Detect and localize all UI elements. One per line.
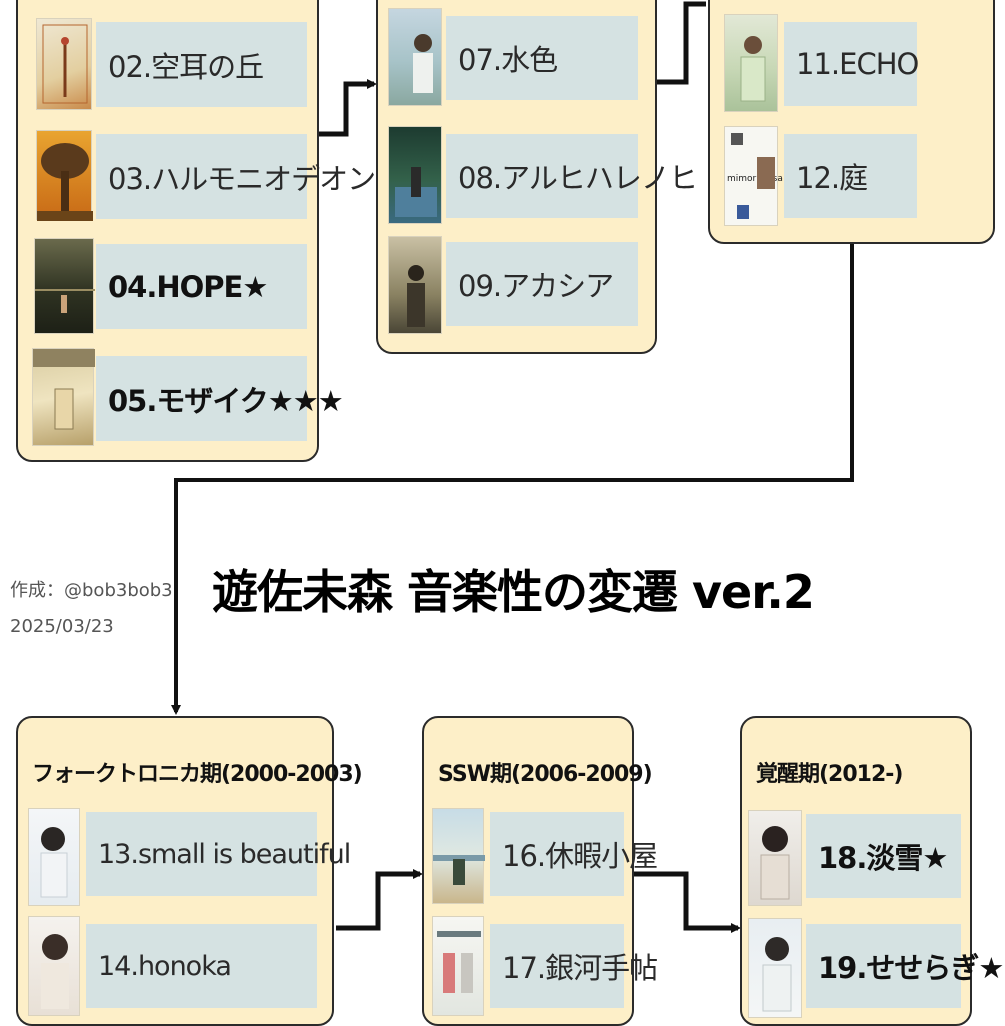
track-label-05: 05.モザイク★★★ bbox=[96, 356, 344, 441]
track-label-11: 11.ECHO bbox=[784, 22, 919, 106]
author-credit: 作成：@bob3bob3 bbox=[10, 580, 173, 601]
flow-connectors bbox=[171, 1, 854, 933]
track-label-02: 02.空耳の丘 bbox=[96, 22, 307, 107]
track-label-03: 03.ハルモニオデオン bbox=[96, 134, 376, 219]
album-cover-04 bbox=[34, 238, 95, 334]
track-label-04: 04.HOPE★ bbox=[96, 244, 307, 329]
arrow-p3-to-p4 bbox=[171, 244, 854, 715]
album-cover-16 bbox=[432, 808, 485, 904]
track-label-16: 16.休暇小屋 bbox=[490, 812, 658, 896]
track-label-12: 12.庭 bbox=[784, 134, 917, 218]
album-cover-08 bbox=[388, 126, 442, 224]
album-cover-09 bbox=[388, 236, 442, 334]
era-panel-5: SSW期(2006-2009) 16.休暇小屋 17.銀河手帖 bbox=[422, 716, 658, 1026]
era-panel-3: 11.ECHO mimori yusa 12.庭 bbox=[708, 0, 995, 244]
album-cover-03 bbox=[36, 130, 93, 221]
creation-date: 2025/03/23 bbox=[10, 616, 114, 637]
arrow-p2-to-p3 bbox=[656, 1, 706, 85]
track-label-13: 13.small is beautiful bbox=[86, 812, 351, 896]
album-cover-07 bbox=[388, 8, 442, 106]
svg-text:mimori yusa: mimori yusa bbox=[727, 174, 783, 184]
track-label-08: 08.アルヒハレノヒ bbox=[446, 134, 698, 218]
album-cover-11 bbox=[724, 14, 778, 112]
track-label-14: 14.honoka bbox=[86, 924, 317, 1008]
arrow-p4-to-p5 bbox=[336, 869, 423, 931]
era-title-6: 覚醒期(2012-) bbox=[756, 762, 903, 787]
album-cover-14 bbox=[28, 916, 80, 1016]
album-cover-12: mimori yusa bbox=[724, 126, 783, 226]
era-panel-4: フォークトロニカ期(2000-2003) 13.small is beautif… bbox=[16, 716, 363, 1026]
album-cover-13 bbox=[28, 808, 80, 906]
track-label-07: 07.水色 bbox=[446, 16, 638, 100]
era-title-5: SSW期(2006-2009) bbox=[438, 762, 653, 787]
album-cover-05 bbox=[32, 348, 95, 446]
era-title-4: フォークトロニカ期(2000-2003) bbox=[32, 762, 363, 787]
track-label-09: 09.アカシア bbox=[446, 242, 638, 326]
track-label-18: 18.淡雪★ bbox=[806, 814, 961, 898]
track-label-19: 19.せせらぎ★ bbox=[806, 924, 1004, 1008]
era-panel-6: 覚醒期(2012-) 18.淡雪★ 19.せせらぎ★ bbox=[740, 716, 1004, 1026]
album-cover-02 bbox=[36, 18, 92, 110]
arrow-p5-to-p6 bbox=[634, 871, 741, 933]
album-cover-19 bbox=[748, 918, 802, 1018]
album-cover-17 bbox=[432, 916, 484, 1016]
track-label-17: 17.銀河手帖 bbox=[490, 924, 658, 1008]
era-panel-2: 07.水色 08.アルヒハレノヒ 09.アカシア bbox=[376, 0, 698, 354]
diagram-title: 遊佐未森 音楽性の変遷 ver.2 bbox=[212, 565, 815, 619]
era-panel-1: 02.空耳の丘 03.ハルモニオデオン 04.HOPE★ 05.モザイク★★★ bbox=[16, 0, 376, 462]
album-cover-18 bbox=[748, 810, 802, 906]
arrow-p1-to-p2 bbox=[318, 79, 377, 137]
